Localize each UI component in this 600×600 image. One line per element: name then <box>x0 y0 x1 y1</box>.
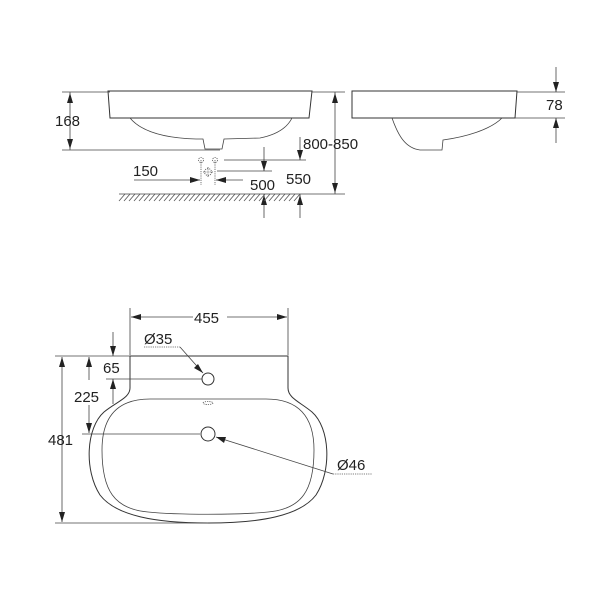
dim-rim-78: 78 <box>546 97 563 114</box>
arrow-down-icon <box>261 161 267 171</box>
tap-symbol <box>198 157 218 185</box>
dim-height-168: 168 <box>55 113 80 130</box>
arrow-down-icon <box>110 346 116 356</box>
dim-width-455: 455 <box>194 310 219 327</box>
arrow-up-icon <box>67 93 73 103</box>
arrow-down-icon <box>86 423 92 433</box>
dim-tap-offset-65: 65 <box>103 360 120 377</box>
overflow-icon <box>202 401 214 405</box>
arrow-left-icon <box>216 177 226 183</box>
arrow-down-icon <box>67 139 73 149</box>
side-view: 78 <box>351 67 565 151</box>
tap-hole <box>201 372 215 386</box>
arrow-down-icon <box>553 82 559 92</box>
dim-install-height: 800-850 <box>303 136 358 153</box>
arrow-up-icon <box>59 357 65 367</box>
arrow-right-icon <box>277 314 287 320</box>
arrow-down-icon <box>332 183 338 193</box>
arrow-down-icon <box>297 150 303 160</box>
dim-drain-offset-225: 225 <box>74 389 99 406</box>
leader-line <box>215 436 334 475</box>
dim-supply-550: 550 <box>286 171 311 188</box>
arrow-right-icon <box>190 177 200 183</box>
basin-rim-front <box>107 90 313 119</box>
basin-rim-side <box>351 90 518 119</box>
top-view: 455 Ø35 481 65 225 Ø46 <box>48 308 372 524</box>
basin-bowl-top <box>101 398 315 515</box>
drain-hole <box>200 426 216 442</box>
dim-depth-481: 481 <box>48 432 73 449</box>
arrow-icon <box>216 437 226 443</box>
dim-tap-hole-diameter: Ø35 <box>144 331 172 348</box>
basin-bowl-side <box>391 117 503 151</box>
basin-bowl-front <box>129 117 293 150</box>
arrow-up-icon <box>553 118 559 128</box>
arrow-left-icon <box>131 314 141 320</box>
dim-drain-diameter: Ø46 <box>337 457 365 474</box>
arrow-up-icon <box>110 379 116 389</box>
dim-tap-offset-150: 150 <box>133 163 158 180</box>
arrow-up-icon <box>261 195 267 205</box>
dim-supply-500: 500 <box>250 177 275 194</box>
arrow-up-icon <box>297 195 303 205</box>
arrow-icon <box>194 364 203 373</box>
basin-outline-top <box>88 355 328 524</box>
arrow-down-icon <box>59 512 65 522</box>
arrow-up-icon <box>332 93 338 103</box>
floor-hatch <box>118 193 301 202</box>
arrow-up-icon <box>86 357 92 367</box>
front-view: 168 800-850 150 <box>55 90 358 218</box>
